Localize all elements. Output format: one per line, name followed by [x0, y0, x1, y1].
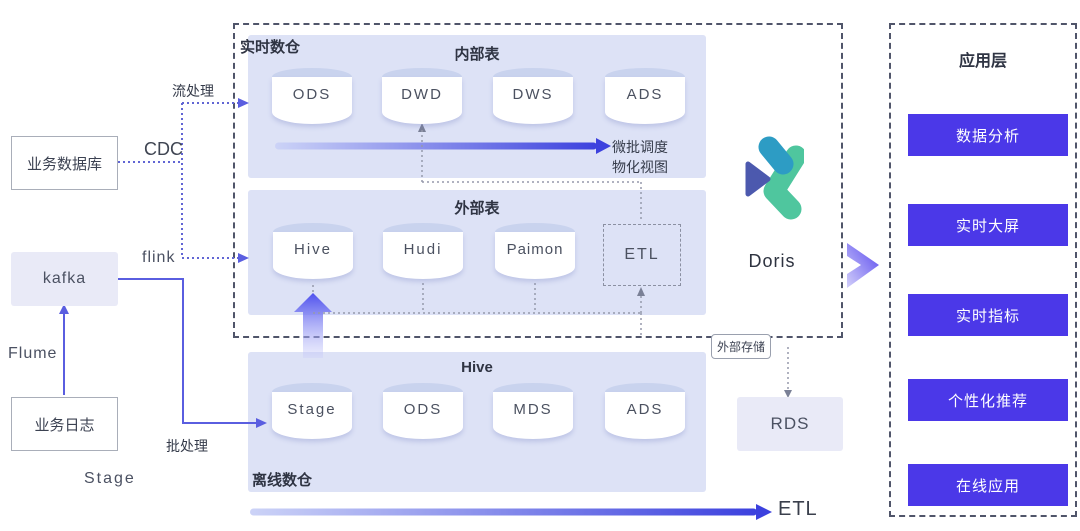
app-button-realtime-metrics: 实时指标: [908, 294, 1068, 336]
realtime-warehouse-title: 实时数仓: [240, 39, 301, 56]
doris-label: Doris: [748, 251, 796, 271]
app-button-online-application: 在线应用: [908, 464, 1068, 506]
cylinder-mds: MDS: [493, 383, 573, 440]
app-button-data-analysis: 数据分析: [908, 114, 1068, 156]
stage-caption: Stage: [84, 470, 136, 487]
batch-processing-label: 批处理: [166, 438, 208, 454]
cylinder-paimon: Paimon: [495, 223, 575, 280]
doris-logo: [745, 136, 804, 220]
cdc-label: CDC: [144, 139, 183, 159]
app-button-realtime-dashboard: 实时大屏: [908, 204, 1068, 246]
bottom-etl-label: ETL: [778, 498, 818, 520]
external-storage-label: 外部存储: [716, 340, 765, 354]
cylinder-ods-offline: ODS: [383, 383, 463, 440]
flume-label: Flume: [8, 345, 58, 362]
business-database-box: 业务数据库: [11, 136, 118, 190]
app-layer-frame: [889, 23, 1077, 517]
external-table-title: 外部表: [454, 200, 500, 217]
external-storage-tag: 外部存储: [711, 334, 771, 359]
cylinder-ads-realtime: ADS: [605, 68, 685, 125]
kafka-label: kafka: [42, 270, 87, 287]
cylinder-ads-offline: ADS: [605, 383, 685, 440]
kafka-box: kafka: [11, 252, 118, 306]
materialized-view-note: 物化视图: [612, 159, 668, 175]
internal-table-title: 内部表: [454, 46, 500, 63]
rds-box: RDS: [737, 397, 843, 451]
etl-box-label: ETL: [624, 246, 660, 263]
cylinder-ods-realtime: ODS: [272, 68, 352, 125]
chevron-right-icon: [847, 243, 879, 288]
flink-label: flink: [142, 249, 176, 266]
cylinder-hive-external: Hive: [273, 223, 353, 280]
cylinder-hudi: Hudi: [383, 223, 463, 280]
etl-box: ETL: [603, 224, 681, 286]
app-layer-title: 应用层: [958, 53, 1007, 70]
micro-batch-note: 微批调度: [612, 139, 668, 155]
app-button-personalized-recommendation: 个性化推荐: [908, 379, 1068, 421]
offline-hive-title: Hive: [461, 359, 493, 376]
cylinder-dws: DWS: [493, 68, 573, 125]
stream-processing-label: 流处理: [172, 83, 214, 99]
business-log-label: 业务日志: [34, 416, 95, 434]
cylinder-dwd: DWD: [382, 68, 462, 125]
business-database-label: 业务数据库: [26, 155, 102, 173]
offline-warehouse-caption: 离线数仓: [252, 472, 313, 489]
business-log-box: 业务日志: [11, 397, 118, 451]
cylinder-stage: Stage: [272, 383, 352, 440]
rds-label: RDS: [770, 414, 810, 433]
